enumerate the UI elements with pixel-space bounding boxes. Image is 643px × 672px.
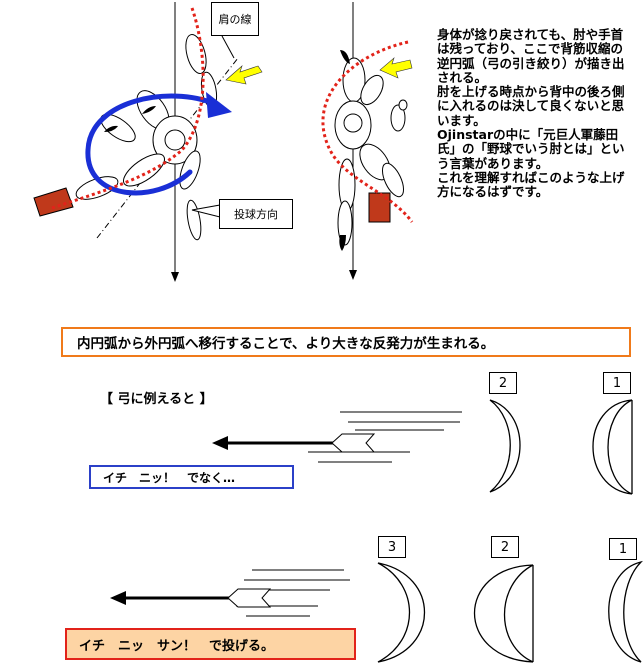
explanation-line-3: Ojinstarの中に「元巨人軍藤田氏」の「野球でいう肘とは」という言葉がありま… (437, 127, 625, 171)
left-black-hand-1 (142, 106, 156, 114)
summary-text: 内円弧から外円弧へ移行することで、より大きな反発力が生まれる。 (77, 336, 495, 352)
blue-circular-arc (85, 93, 218, 196)
left-red-dotted-line (51, 7, 205, 210)
row2-stage-2-number: 2 (500, 539, 510, 555)
left-body (75, 34, 218, 241)
shoulder-line-label: 肩の線 (218, 13, 252, 26)
row2-stage-2-box: 2 (491, 536, 519, 558)
explanation-text: 身体が捻り戻されても、肘や手首は残っており、ここで背筋収縮の逆円弧（弓の引き絞り… (437, 27, 633, 200)
left-pitcher-figure (33, 2, 263, 282)
not-this-caption-box: イチ ニッ！ でなく… (89, 465, 294, 489)
right-brown-arm (368, 192, 391, 223)
right-axis-arrowhead (349, 270, 357, 280)
left-yellow-arrow (225, 65, 263, 85)
left-black-hand-2 (104, 125, 118, 132)
throw-like-this-caption: イチ ニッ サン！ で投げる。 (79, 638, 275, 654)
row2-bow-1 (608, 560, 643, 663)
explanation-line-2: 肘を上げる時点から背中の後ろ側に入れるのは決して良くないと思います。 (437, 84, 625, 128)
explanation-line-4: これを理解すればこのような上げ方になるはずです。 (437, 169, 625, 200)
row1-stage-2-number: 2 (498, 375, 508, 391)
blue-arc-arrowhead (206, 92, 232, 118)
shoulder-line-callout: 肩の線 (211, 2, 259, 36)
bow-row-2 (110, 560, 643, 663)
row1-stage-2-box: 2 (489, 372, 517, 394)
row1-bow-2 (489, 399, 521, 493)
left-axis-arrowhead (171, 272, 179, 282)
right-black-shape-bottom (339, 235, 346, 251)
not-this-caption: イチ ニッ！ でなく… (103, 470, 236, 485)
row1-arrow-fletching (331, 433, 376, 453)
row1-stage-1-box: 1 (603, 372, 631, 394)
right-pitcher-figure (321, 2, 414, 280)
explanation-line-1: 身体が捻り戻されても、肘や手首は残っており、ここで背筋収縮の逆円弧（弓の引き絞り… (437, 27, 625, 85)
row2-stage-1-number: 1 (618, 541, 628, 557)
right-body (334, 57, 408, 246)
right-black-shape-top (340, 50, 350, 64)
throw-direction-label: 投球方向 (234, 208, 278, 221)
right-yellow-arrow (379, 57, 413, 79)
row2-stage-3-number: 3 (387, 539, 397, 555)
row2-bow-2 (473, 564, 534, 663)
left-brown-arm (33, 187, 74, 217)
bow-row-1 (212, 399, 633, 495)
row2-bow-3 (377, 562, 425, 663)
row2-stage-3-box: 3 (378, 536, 406, 558)
row2-arrow-fletching (227, 588, 272, 608)
row1-stage-1-number: 1 (612, 375, 622, 391)
row2-stage-1-box: 1 (609, 538, 637, 560)
row2-arrow-head (110, 591, 126, 605)
throw-direction-callout: 投球方向 (219, 199, 293, 229)
row1-arrow-head (212, 436, 228, 450)
bow-heading: 【 弓に例えると 】 (100, 392, 213, 407)
row1-bow-1 (592, 399, 633, 495)
summary-banner: 内円弧から外円弧へ移行することで、より大きな反発力が生まれる。 (61, 327, 631, 357)
shoulder-callout-leader (221, 35, 235, 59)
throw-like-this-caption-box: イチ ニッ サン！ で投げる。 (65, 628, 356, 660)
row1-speed-lines (308, 411, 462, 463)
